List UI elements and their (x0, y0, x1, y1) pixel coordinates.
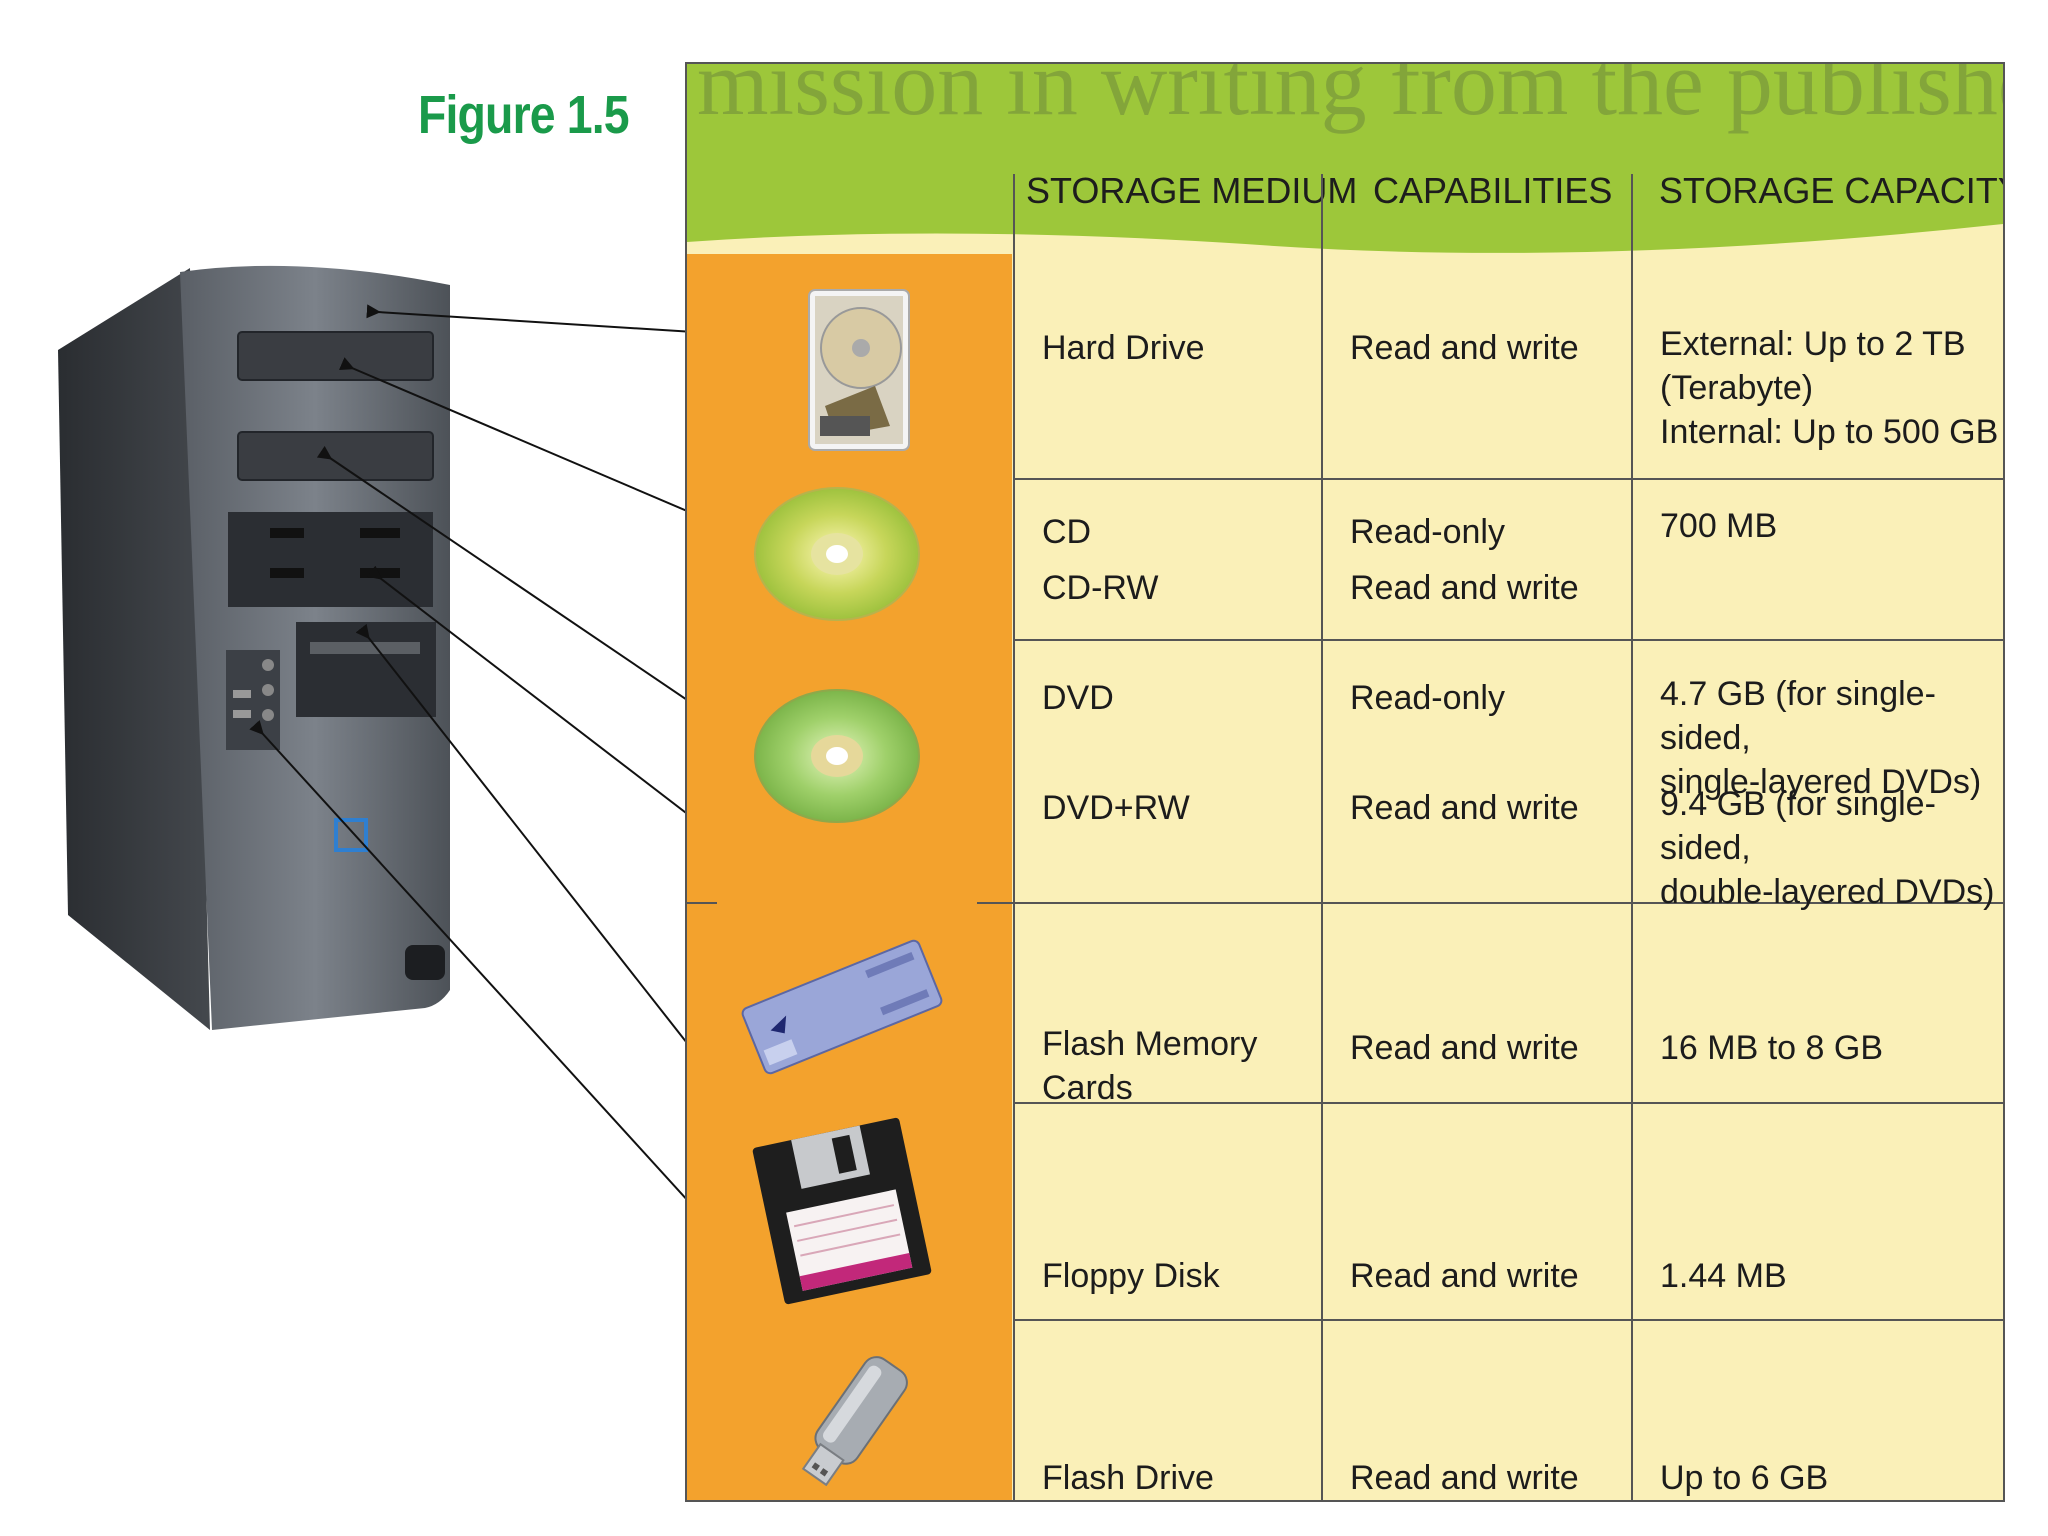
capabilities-hard-drive: Read and write (1350, 329, 1579, 367)
capacity-dvd-rw: 9.4 GB (for single-sided,double-layered … (1660, 785, 1995, 911)
divider (1013, 174, 1015, 1500)
optical-bay-1 (237, 331, 434, 381)
optical-bay-2 (237, 431, 434, 481)
capabilities-flash-drive: Read and write (1350, 1459, 1579, 1497)
capacity-dvd: 4.7 GB (for single-sided,single-layered … (1660, 675, 1982, 801)
storage-table: mission in writing from the publisher. S… (685, 62, 2005, 1502)
card-reader-bay (228, 512, 433, 607)
capacity-cd: 700 MB (1660, 507, 1778, 545)
floppy-disk-icon (752, 1116, 932, 1306)
capabilities-floppy-disk: Read and write (1350, 1257, 1579, 1295)
capacity-flash-memory-cards: 16 MB to 8 GB (1660, 1029, 1883, 1067)
medium-floppy-disk: Floppy Disk (1042, 1257, 1220, 1295)
medium-flash-drive: Flash Drive (1042, 1459, 1214, 1497)
row-divider (1013, 1319, 2003, 1321)
power-logo (334, 818, 368, 852)
capacity-floppy-disk: 1.44 MB (1660, 1257, 1787, 1295)
flash-memory-card-icon (727, 922, 957, 1092)
dvd-icon (752, 686, 922, 826)
divider (1321, 174, 1323, 1500)
medium-dvd: DVD (1042, 679, 1114, 717)
medium-hard-drive: Hard Drive (1042, 329, 1205, 367)
header-band (687, 64, 2003, 253)
capabilities-dvd-rw: Read and write (1350, 789, 1579, 827)
header-capabilities: CAPABILITIES (1373, 170, 1613, 211)
header-storage-medium: STORAGE MEDIUM (1026, 170, 1358, 211)
capabilities-flash-memory-cards: Read and write (1350, 1029, 1579, 1067)
row-divider (1013, 478, 2003, 480)
floppy-bay (296, 622, 436, 717)
row-divider (977, 902, 2003, 904)
row-divider (687, 902, 717, 904)
row-divider (1013, 1102, 2003, 1104)
header-storage-capacity: STORAGE CAPACITY (1659, 170, 2005, 211)
capabilities-dvd: Read-only (1350, 679, 1505, 717)
divider (1631, 174, 1633, 1500)
medium-dvd-rw: DVD+RW (1042, 789, 1190, 827)
flash-drive-icon (777, 1326, 947, 1496)
row-divider (1013, 639, 2003, 641)
tower-side-panel (58, 268, 210, 1030)
icon-column (687, 254, 1012, 1500)
capacity-flash-drive: Up to 6 GB (1660, 1459, 1829, 1497)
hard-drive-icon (805, 286, 913, 454)
ghost-text: mission in writing from the publisher. (697, 62, 2005, 134)
cd-icon (752, 484, 922, 624)
capacity-hard-drive: External: Up to 2 TB(Terabyte)Internal: … (1660, 325, 1999, 451)
figure-label: Figure 1.5 (418, 85, 630, 145)
